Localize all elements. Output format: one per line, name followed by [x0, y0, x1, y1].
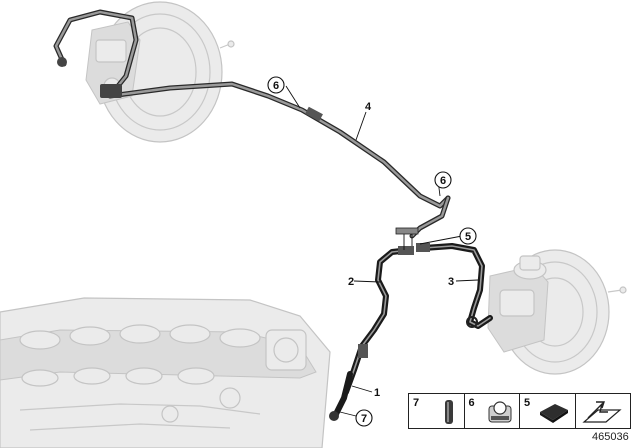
- foam-pad-icon: [537, 398, 571, 429]
- legend-item-6[interactable]: 6: [465, 394, 520, 431]
- callout-1: 1: [374, 387, 380, 399]
- callout-2: 2: [348, 276, 354, 288]
- pipe-clip-icon: [485, 398, 515, 431]
- engine-block: [0, 297, 331, 448]
- callout-6-mid-label: 6: [440, 175, 446, 187]
- brake-booster-top: [85, 1, 235, 143]
- legend-item-arrow: [576, 394, 631, 428]
- vacuum-hose-2[interactable]: [343, 246, 414, 395]
- legend-item-5[interactable]: 5: [520, 394, 576, 428]
- hose-clamp-sleeve-icon: [438, 398, 460, 431]
- callout-7-label: 7: [361, 413, 367, 425]
- callout-3: 3: [448, 276, 454, 288]
- legend-item-number: 6: [468, 397, 475, 409]
- leader-lines: [285, 85, 479, 417]
- brake-booster-right: [487, 249, 627, 375]
- direction-arrow-icon: [582, 398, 622, 431]
- callout-7: 7: [355, 409, 373, 427]
- callout-2-label: 2: [348, 276, 354, 288]
- document-number: 465036: [592, 431, 629, 443]
- vacuum-hose-3[interactable]: [416, 243, 493, 329]
- callout-5: 5: [459, 227, 477, 245]
- callout-6-mid: 6: [434, 171, 452, 189]
- legend-item-number: 7: [413, 397, 420, 409]
- callout-6-top: 6: [267, 76, 285, 94]
- legend-item-number: 5: [524, 397, 531, 409]
- t-connector[interactable]: [395, 227, 419, 250]
- parts-legend: 7 6 5: [408, 393, 631, 429]
- legend-item-7[interactable]: 7: [409, 394, 465, 428]
- callout-4: 4: [365, 101, 372, 113]
- vacuum-hose-1[interactable]: [329, 371, 353, 421]
- callout-4-label: 4: [365, 101, 372, 113]
- callout-3-label: 3: [448, 276, 454, 288]
- callout-6-top-label: 6: [273, 80, 279, 92]
- callout-5-label: 5: [465, 231, 471, 243]
- callout-1-label: 1: [374, 387, 380, 399]
